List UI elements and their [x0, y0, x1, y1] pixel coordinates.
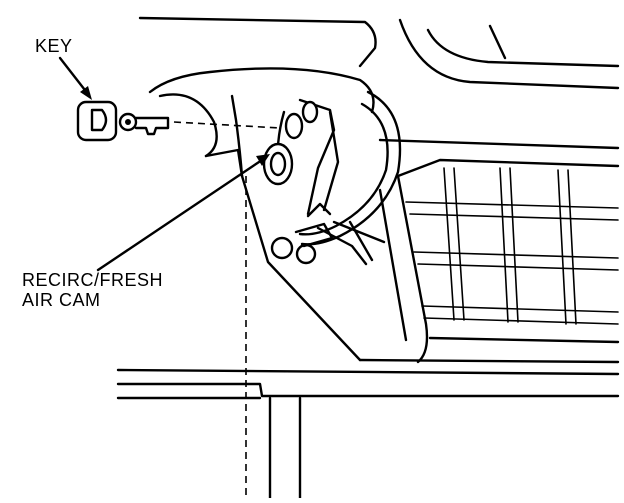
cam-lever: [270, 202, 386, 266]
key-label: KEY: [35, 36, 73, 56]
recirc-fresh-air-cam: [262, 98, 340, 216]
glovebox-door: [148, 67, 375, 498]
cam-label-line1: RECIRC/FRESH: [22, 270, 164, 290]
cam-label-line2: AIR CAM: [22, 290, 101, 310]
leader-lines: [58, 56, 270, 272]
vent-grille: [378, 138, 620, 364]
lower-panel: [116, 358, 620, 500]
recirc-fresh-air-cam-label: RECIRC/FRESH AIR CAM: [22, 270, 163, 310]
key-icon: [76, 100, 281, 142]
upper-dash-panel: [138, 16, 620, 90]
